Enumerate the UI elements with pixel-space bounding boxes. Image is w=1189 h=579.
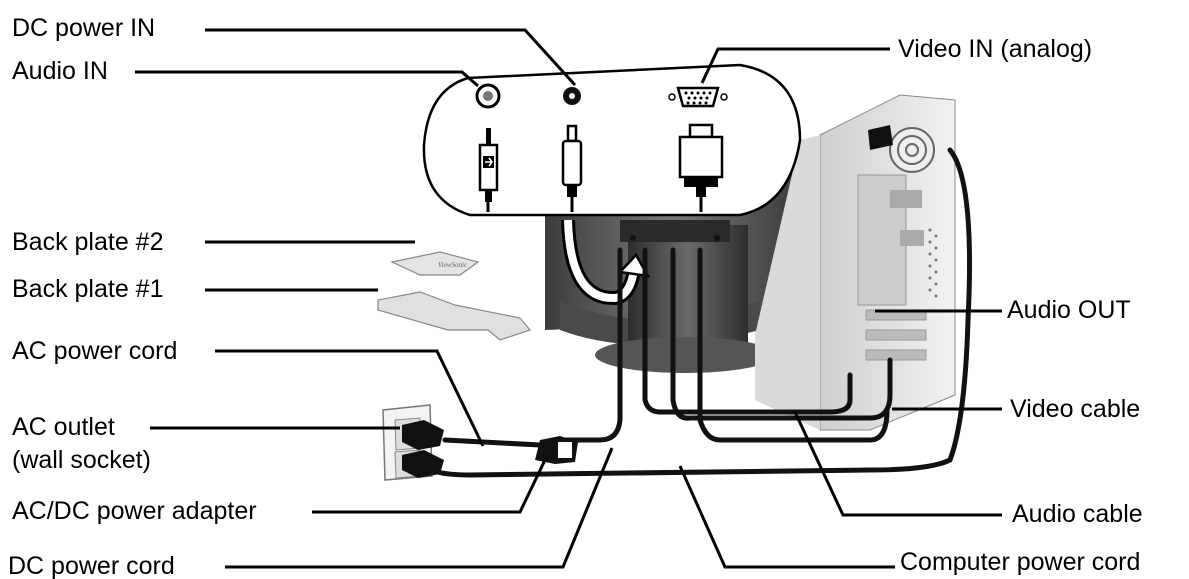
computer-tower: [755, 94, 956, 431]
dc-plug: [561, 124, 583, 212]
label-ac-dc-adapter: AC/DC power adapter: [12, 497, 257, 525]
label-computer-power-cord: Computer power cord: [900, 548, 1141, 576]
vga-port: [676, 86, 720, 108]
wall-outlet: [382, 404, 444, 481]
label-dc-power-in: DC power IN: [12, 14, 156, 42]
monitor-stand: [628, 225, 748, 345]
cables: [415, 147, 973, 478]
label-ac-outlet: AC outlet: [12, 413, 115, 441]
label-wall-socket: (wall socket): [12, 446, 151, 474]
label-dc-power-cord: DC power cord: [8, 552, 175, 579]
label-audio-in: Audio IN: [12, 57, 108, 85]
back-plate-2: ViewSonic: [390, 251, 480, 276]
connector-callout: [422, 63, 802, 217]
label-ac-power-cord: AC power cord: [12, 337, 178, 365]
vga-plug: [678, 123, 724, 212]
power-plug: [868, 125, 893, 150]
back-plate-1: [377, 291, 532, 341]
audio-plug: [478, 128, 499, 212]
label-back-plate-2: Back plate #2: [12, 228, 164, 256]
label-video-in: Video IN (analog): [898, 35, 1093, 63]
label-back-plate-1: Back plate #1: [12, 275, 164, 303]
leader-lines: [135, 28, 1002, 569]
fan-grille: [889, 127, 935, 173]
label-audio-out: Audio OUT: [1007, 296, 1131, 324]
label-video-cable: Video cable: [1010, 395, 1141, 423]
svg-text:ViewSonic: ViewSonic: [438, 261, 468, 269]
ac-dc-adapter: [535, 436, 578, 464]
monitor-base: [595, 337, 775, 373]
label-audio-cable: Audio cable: [1012, 500, 1143, 528]
